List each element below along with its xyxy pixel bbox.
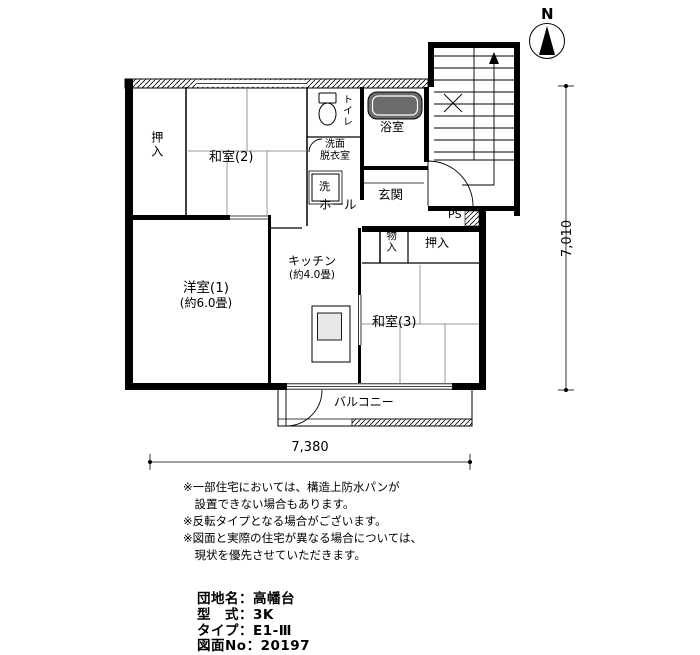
door-arc-icon	[285, 138, 474, 427]
note-line: 現状を優先させていただきます。	[183, 548, 366, 562]
label-washroom: 洗面 脱衣室	[310, 139, 360, 162]
property-info: 団地名：高幡台 型 式：3K タイプ：E1-Ⅲ 図面No：20197	[197, 591, 311, 655]
label-kitchen-line2: (約4.0畳)	[289, 268, 335, 281]
label-closet-east: 押入	[425, 236, 450, 250]
label-japanese-room-3: 和室(3)	[372, 315, 417, 330]
label-western-room-1-line1: 洋室(1)	[182, 280, 230, 296]
label-toilet: トイレ	[340, 94, 352, 127]
label-storage: 物入	[385, 230, 398, 253]
label-entrance: 玄関	[378, 187, 404, 202]
label-kitchen: キッチン (約4.0畳)	[264, 254, 360, 281]
notes: ※一部住宅においては、構造上防水パンが 設置できない場合もあります。 ※反転タイ…	[183, 479, 422, 564]
label-laundry: 洗	[319, 180, 330, 193]
label-closet-northwest: 押入	[149, 131, 164, 159]
info-plan-type: タイプ：E1-Ⅲ	[197, 622, 292, 639]
dimension-lines	[148, 84, 574, 470]
walls	[124, 42, 520, 390]
dimension-width-label: 7,380	[291, 440, 329, 455]
info-danchi-name: 団地名：高幡台	[197, 591, 295, 607]
bathtub-icon	[367, 91, 423, 120]
label-washroom-line2: 脱衣室	[320, 150, 350, 162]
label-pipe-space: PS	[448, 208, 462, 221]
balcony-outline	[277, 390, 473, 427]
dimension-height-label: 7,010	[560, 219, 576, 258]
label-japanese-room-2: 和室(2)	[209, 150, 254, 165]
label-western-room-1: 洋室(1) (約6.0畳)	[148, 280, 264, 310]
kitchen-sink-icon	[311, 305, 351, 363]
note-line: ※反転タイプとなる場合がございます。	[183, 514, 387, 528]
compass-icon	[529, 23, 565, 59]
label-western-room-1-line2: (約6.0畳)	[179, 295, 233, 310]
note-line: 設置できない場合もあります。	[183, 497, 355, 511]
info-drawing-number: 図面No：20197	[197, 638, 311, 655]
label-bathroom: 浴室	[380, 120, 405, 134]
label-washroom-line1: 洗面	[325, 139, 345, 150]
washing-machine-icon	[308, 170, 343, 205]
toilet-icon	[318, 92, 337, 126]
info-layout-type: 型 式：3K	[197, 606, 274, 623]
label-hall: ホール	[319, 197, 357, 212]
compass-needle	[539, 26, 555, 55]
label-kitchen-line1: キッチン	[287, 254, 336, 268]
note-line: ※一部住宅においては、構造上防水パンが	[183, 480, 400, 494]
note-line: ※図面と実際の住宅が異なる場合については、	[183, 531, 423, 545]
tatami-lines	[188, 87, 479, 383]
label-balcony: バルコニー	[334, 395, 394, 409]
stairs-icon	[434, 48, 514, 186]
compass-north-label: N	[541, 5, 554, 23]
